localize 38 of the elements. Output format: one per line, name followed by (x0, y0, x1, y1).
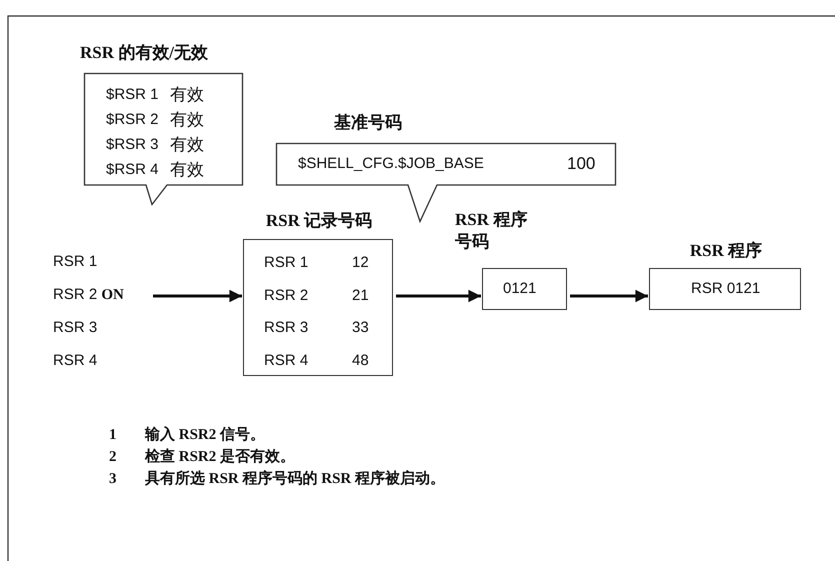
step-text: 检查 RSR2 是否有效。 (145, 447, 296, 467)
entry-text: RSR 2 (264, 286, 308, 304)
entry-text: $RSR 4 (106, 161, 159, 179)
value-text: 48 (352, 352, 369, 370)
signal-label: RSR 4 (53, 352, 98, 370)
entry-text: $RSR 3 (106, 136, 159, 154)
entry-text: RSR 3 (264, 319, 308, 337)
value-text: 21 (352, 286, 369, 304)
signal-label: RSR 1 (53, 253, 98, 271)
entry-text: RSR 1 (264, 254, 308, 272)
entry-text: RSR 0121 (691, 280, 760, 298)
entry-text: 0121 (503, 280, 536, 298)
status-text: 有效 (170, 86, 204, 104)
step-number: 2 (109, 448, 116, 467)
step-text: 具有所选 RSR 程序号码的 RSR 程序被启动。 (145, 469, 446, 489)
signal-label: RSR 3 (53, 319, 98, 337)
status-text: 100 (567, 155, 596, 173)
status-text: 有效 (170, 136, 204, 154)
arrow (396, 290, 481, 302)
heading: 基准号码 (334, 112, 402, 134)
entry-text: $RSR 1 (106, 86, 159, 104)
step-text: 输入 RSR2 信号。 (145, 425, 266, 445)
heading: RSR 程序号码 (455, 209, 528, 253)
arrow (570, 290, 648, 302)
arrow (153, 290, 242, 302)
entry-text: RSR 4 (264, 352, 308, 370)
value-text: 33 (352, 319, 369, 337)
status-text: 有效 (170, 161, 204, 179)
step-number: 3 (109, 470, 116, 489)
heading: RSR 的有效/无效 (80, 42, 208, 64)
value-text: 12 (352, 254, 369, 272)
status-text: 有效 (170, 111, 204, 129)
heading: RSR 程序 (688, 240, 764, 262)
heading: RSR 记录号码 (264, 210, 374, 232)
entry-text: $SHELL_CFG.$JOB_BASE (298, 155, 484, 173)
signal-label: RSR 2 ON (53, 286, 124, 304)
step-number: 1 (109, 426, 116, 445)
entry-text: $RSR 2 (106, 111, 159, 129)
